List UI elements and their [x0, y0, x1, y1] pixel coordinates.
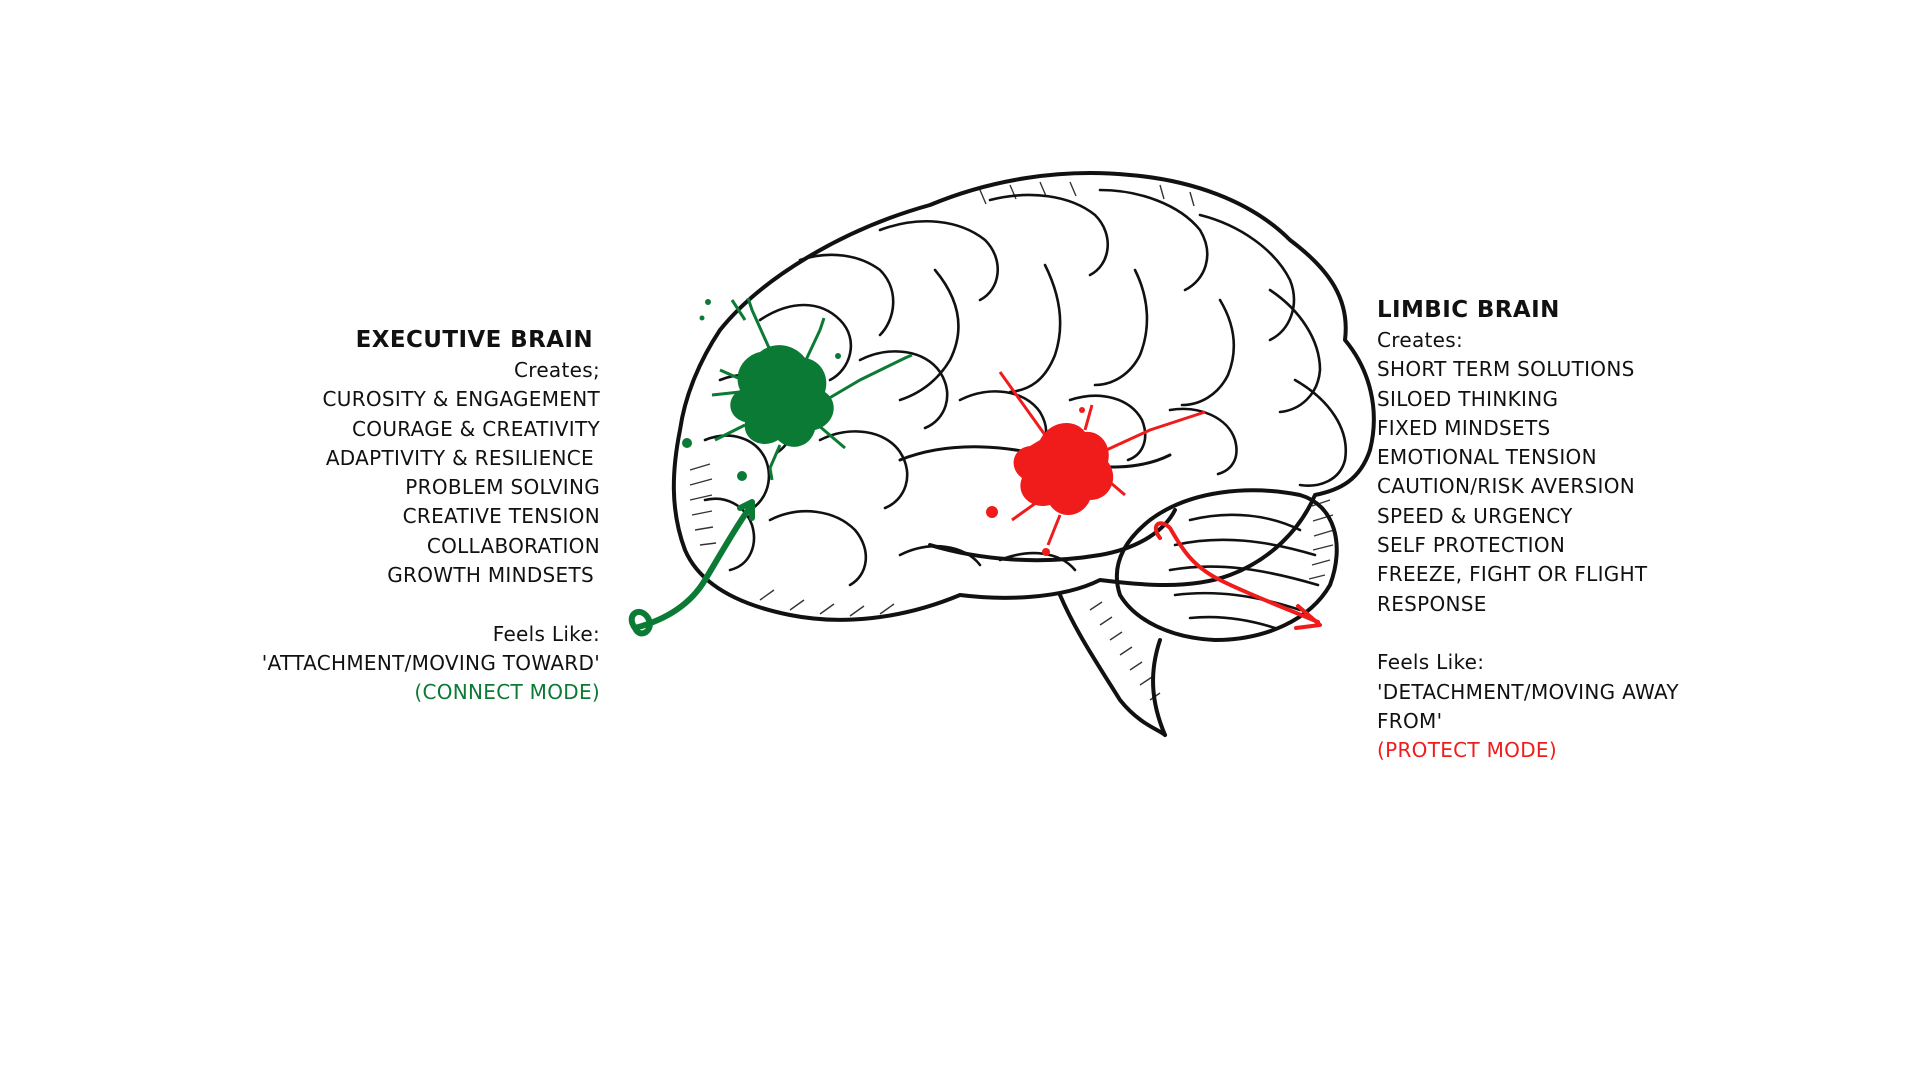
spacer [1377, 619, 1679, 648]
limbic-brain-block: LIMBIC BRAIN Creates: SHORT TERM SOLUTIO… [1377, 294, 1679, 765]
executive-item: GROWTH MINDSETS [387, 563, 594, 588]
spacer [262, 590, 600, 619]
limbic-feels-value-line1: 'DETACHMENT/MOVING AWAY [1377, 679, 1679, 704]
limbic-item: EMOTIONAL TENSION [1377, 445, 1597, 470]
executive-item: CREATIVE TENSION [402, 504, 600, 529]
red-arrow [1153, 521, 1322, 630]
limbic-item: CAUTION/RISK AVERSION [1377, 474, 1636, 499]
limbic-item: FREEZE, FIGHT OR FLIGHT [1377, 562, 1648, 587]
red-splat [986, 371, 1206, 556]
limbic-item: SPEED & URGENCY [1377, 503, 1573, 528]
executive-item: PROBLEM SOLVING [405, 475, 600, 500]
executive-item: CUROSITY & ENGAGEMENT [322, 387, 600, 412]
brain-hatching [689, 181, 1335, 701]
limbic-feels-label: Feels Like: [1377, 650, 1485, 675]
limbic-creates-label: Creates: [1377, 328, 1464, 352]
executive-feels-label: Feels Like: [492, 621, 600, 646]
limbic-item: SELF PROTECTION [1377, 533, 1566, 558]
executive-brain-block: EXECUTIVE BRAIN Creates; CUROSITY & ENGA… [262, 324, 600, 708]
connect-mode-label: (CONNECT MODE) [414, 680, 600, 705]
executive-creates-label: Creates; [513, 358, 600, 382]
executive-item: COLLABORATION [426, 533, 600, 558]
limbic-brain-title: LIMBIC BRAIN [1377, 297, 1560, 323]
brain-folds [703, 188, 1348, 630]
green-splat [682, 297, 913, 481]
executive-item: COURAGE & CREATIVITY [352, 416, 600, 441]
limbic-item: SILOED THINKING [1377, 386, 1559, 411]
executive-feels-value: 'ATTACHMENT/MOVING TOWARD' [261, 650, 600, 675]
limbic-feels-value-line2: FROM' [1377, 708, 1443, 733]
limbic-item: SHORT TERM SOLUTIONS [1377, 357, 1635, 382]
protect-mode-label: (PROTECT MODE) [1377, 738, 1557, 763]
limbic-item: RESPONSE [1377, 591, 1487, 616]
limbic-item: FIXED MINDSETS [1377, 415, 1551, 440]
executive-item: ADAPTIVITY & RESILIENCE [325, 445, 594, 470]
green-arrow [628, 499, 755, 637]
executive-brain-title: EXECUTIVE BRAIN [355, 327, 593, 353]
